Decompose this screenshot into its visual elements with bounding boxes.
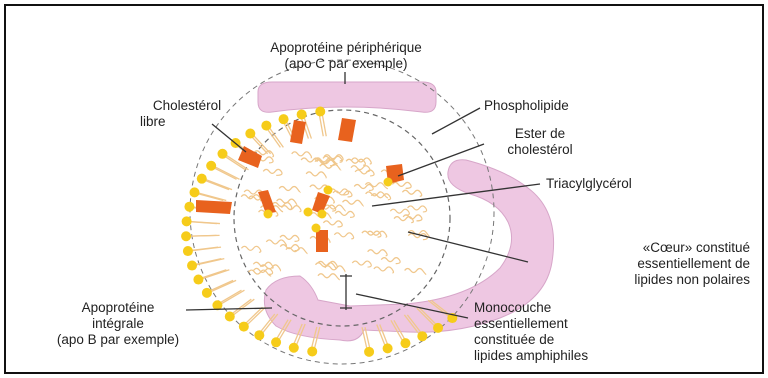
label-triacylglycerol-text: Triacylglycérol (546, 176, 632, 192)
phospholipid-tail (245, 307, 265, 326)
lipid-tail (323, 221, 342, 227)
peripheral-apoprotein (258, 82, 436, 112)
label-monocouche-line3: constituée de (474, 332, 588, 348)
phospholipid-head (261, 121, 271, 131)
lipid-tail (381, 258, 400, 264)
label-phospholipide-text: Phospholipide (484, 98, 569, 114)
phospholipid-head (183, 246, 193, 256)
label-coeur-line1: «Cœur» constitué (560, 240, 750, 256)
phospholipid-head (206, 161, 216, 171)
line-phospholipide (432, 108, 480, 134)
phospholipid-head (202, 288, 212, 298)
lipid-tail (402, 190, 421, 196)
lipid-tail (405, 268, 427, 274)
label-apo-peripheral: Apoprotéine périphérique (apo C par exem… (248, 40, 444, 72)
label-ester-line1: Ester de (492, 126, 588, 142)
phospholipid-head (433, 323, 443, 333)
phospholipid-head (245, 129, 255, 139)
lipid-tail (366, 192, 388, 198)
label-apo-integral-line1: Apoprotéine (40, 300, 196, 316)
phospholipid-head (197, 174, 207, 184)
lipid-tail (318, 274, 340, 280)
phospholipid-head (297, 109, 307, 119)
lipid-tail (334, 233, 353, 239)
lipid-tail (343, 200, 364, 206)
label-cholesterol-libre: Cholestérol libre (132, 98, 242, 130)
lipid-tail (390, 209, 409, 215)
label-apo-peripheral-line1: Apoprotéine périphérique (248, 40, 444, 56)
phospholipid-tail (196, 192, 226, 200)
cholesterol-molecule-core-3 (316, 230, 328, 252)
lipid-tail (368, 250, 388, 256)
phospholipid-head (315, 107, 325, 117)
label-phospholipide: Phospholipide (484, 98, 569, 114)
phospholipid-head (189, 187, 199, 197)
label-apo-integral: Apoprotéine intégrale (apo B par exemple… (40, 300, 196, 348)
label-monocouche-line2: essentiellement (474, 316, 588, 332)
phospholipid-head (383, 343, 393, 353)
phospholipid-head (193, 275, 203, 285)
lipid-tail (355, 170, 374, 176)
lipid-tail (354, 185, 373, 191)
phospholipid-tail (200, 270, 229, 280)
lipid-tail (292, 152, 312, 158)
label-apo-integral-line3: (apo B par exemple) (40, 332, 196, 348)
phospholipid-head (182, 216, 192, 226)
label-monocouche: Monocouche essentiellement constituée de… (474, 300, 588, 364)
label-monocouche-line4: lipides amphiphiles (474, 348, 588, 364)
phospholipid-head (254, 330, 264, 340)
label-monocouche-line1: Monocouche (474, 300, 588, 316)
label-apo-integral-line2: intégrale (40, 316, 196, 332)
phospholipid-head (400, 338, 410, 348)
lipid-tail (315, 263, 335, 269)
lipid-tail (392, 182, 411, 188)
cholesterol-molecule-top-right (338, 118, 356, 142)
lipid-tail (408, 206, 427, 212)
phospholipid-head (289, 343, 299, 353)
phospholipid-head (417, 331, 427, 341)
lipid-tail (352, 261, 371, 267)
phospholipid-head (307, 346, 317, 356)
lipid-tail (367, 231, 387, 237)
lipid-tail (346, 159, 365, 165)
label-ester-line2: cholestérol (492, 142, 588, 158)
label-triacylglycerol: Triacylglycérol (546, 176, 632, 192)
phospholipid-head (279, 114, 289, 124)
phospholipid-head (271, 337, 281, 347)
lipid-tail (335, 211, 354, 217)
cholesterol-molecule-left (196, 200, 232, 214)
phospholipid-head (364, 347, 374, 357)
cholesterol-molecule-top (290, 120, 306, 144)
lipid-tail (241, 246, 260, 252)
lipid-tail (263, 169, 282, 175)
phospholipid-tail (213, 166, 240, 180)
lipid-tail (306, 172, 326, 178)
label-coeur-line3: lipides non polaires (560, 272, 750, 288)
phospholipid-tail (208, 280, 236, 292)
phospholipid-head (187, 261, 197, 271)
label-apo-peripheral-line2: (apo C par exemple) (248, 56, 444, 72)
label-cholesterol-libre-line1: Cholestérol (132, 98, 242, 114)
label-ester-cholesterol: Ester de cholestérol (492, 126, 588, 158)
lipid-tail (279, 186, 300, 192)
phospholipid-tail (219, 290, 245, 305)
phospholipid-head (239, 322, 249, 332)
lipid-tail (371, 194, 390, 200)
phospholipid-head (184, 202, 194, 212)
phospholipid-tail (188, 235, 220, 236)
label-cholesterol-libre-line2: libre (132, 114, 242, 130)
phospholipid-tail (203, 179, 232, 190)
phospholipid-head (181, 231, 191, 241)
phospholipid-head (217, 149, 227, 159)
lipid-tail (374, 267, 394, 273)
label-coeur-line2: essentiellement de (560, 256, 750, 272)
cholesterol-molecules (196, 118, 404, 252)
label-coeur: «Cœur» constitué essentiellement de lipi… (560, 240, 750, 288)
phospholipid-head (225, 312, 235, 322)
